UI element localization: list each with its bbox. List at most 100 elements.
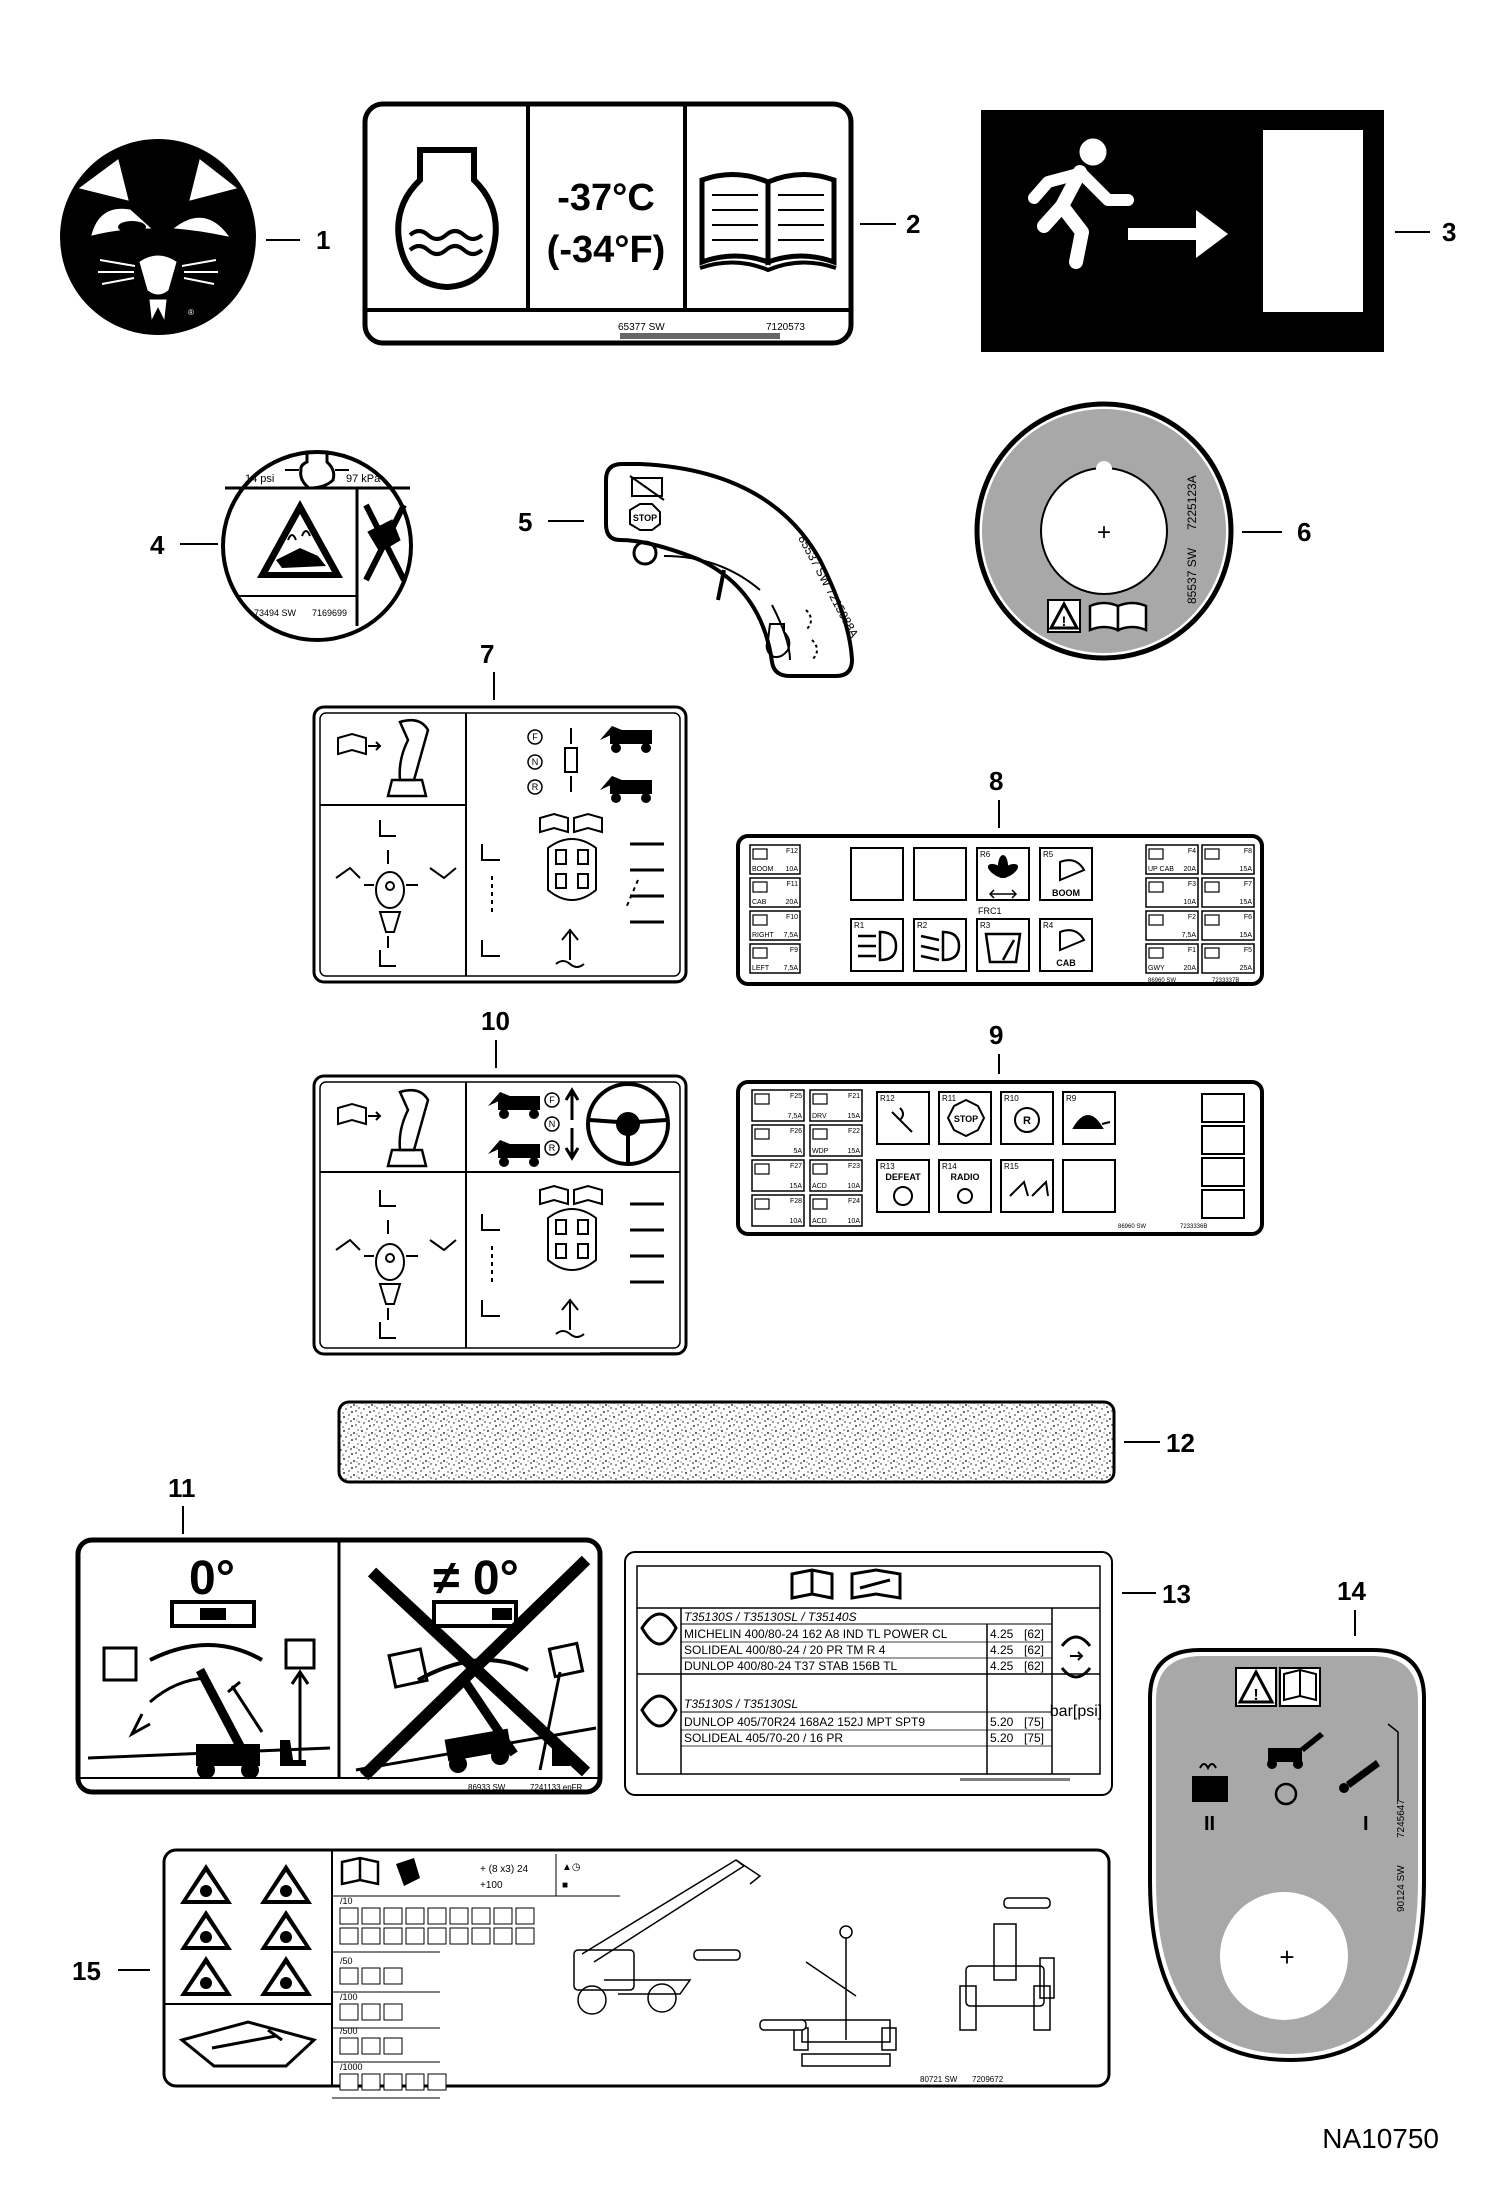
relay-empty-slot bbox=[850, 847, 904, 901]
decal-1-bobcat-logo: ® bbox=[60, 139, 256, 335]
fuse-symbol-icon bbox=[812, 1198, 828, 1210]
decal11-code-part: 7241133 enFR bbox=[530, 1783, 583, 1792]
svg-text:R1: R1 bbox=[854, 921, 865, 930]
maintenance-task-icon bbox=[339, 2003, 359, 2021]
fuse-label: UP CAB bbox=[1148, 866, 1174, 873]
svg-text:R15: R15 bbox=[1004, 1162, 1019, 1171]
relay-empty-slot bbox=[1062, 1159, 1116, 1213]
fnr-selector: F N R bbox=[527, 728, 578, 795]
service-manual-icon bbox=[178, 2020, 317, 2068]
beacon-icon bbox=[891, 1107, 913, 1133]
fuse-symbol-icon bbox=[812, 1163, 828, 1175]
fuse-label: DRV bbox=[812, 1113, 827, 1120]
decal15-code-part: 7209672 bbox=[972, 2075, 1004, 2084]
fuse-f2: F27,5A bbox=[1145, 910, 1199, 941]
decal-3-emergency-exit bbox=[981, 110, 1384, 352]
interval-label: /500 bbox=[340, 2026, 358, 2036]
relay-r12: R12 bbox=[876, 1091, 930, 1145]
fuse-symbol-icon bbox=[752, 881, 768, 893]
fuse-id: F28 bbox=[790, 1198, 802, 1205]
maintenance-task-icon bbox=[361, 1967, 381, 1985]
fan-icon bbox=[987, 855, 1019, 878]
gear-icon bbox=[893, 1186, 913, 1206]
maintenance-task-icon bbox=[515, 1927, 535, 1945]
not-level-label: ≠ 0° bbox=[433, 1552, 519, 1605]
callout-1: 1 bbox=[316, 225, 330, 255]
interval-label: /1000 bbox=[340, 2062, 363, 2072]
manual-book-icon bbox=[699, 171, 837, 273]
callout-8: 8 bbox=[989, 766, 1003, 796]
fuse-symbol-icon bbox=[752, 914, 768, 926]
svg-text:R12: R12 bbox=[880, 1094, 895, 1103]
maintenance-task-icon bbox=[339, 1907, 359, 1925]
fuse-amp: 25A bbox=[1240, 965, 1253, 972]
decal8-code-sw: 86960 SW bbox=[1148, 978, 1176, 984]
warning-triangle-icon: ! bbox=[1235, 1667, 1277, 1707]
fuse-symbol-icon bbox=[1148, 914, 1164, 926]
tyre-pressure-gauge-icon bbox=[1060, 1635, 1092, 1679]
fuse-amp: 20A bbox=[1184, 866, 1197, 873]
relay-r13-defeat: R13 DEFEAT bbox=[876, 1159, 930, 1213]
pressure-psi: [62] bbox=[1024, 1627, 1044, 1641]
callout-9: 9 bbox=[989, 1020, 1003, 1050]
maintenance-task-icon bbox=[339, 2073, 359, 2091]
book-arrow-icon bbox=[337, 732, 382, 756]
joystick-icon bbox=[386, 719, 430, 798]
fuse-symbol-icon bbox=[812, 1093, 828, 1105]
joystick-icon bbox=[386, 1089, 430, 1168]
tyre-spec: DUNLOP 405/70R24 168A2 152J MPT SPT9 bbox=[684, 1715, 925, 1729]
fuse-id: F8 bbox=[1244, 848, 1252, 855]
fuse-id: F26 bbox=[790, 1128, 802, 1135]
figure-code: NA10750 bbox=[1322, 2123, 1439, 2154]
warning-triangle-icon: ! bbox=[1047, 599, 1081, 633]
relay-r4-cab-light: R4 CAB bbox=[1039, 918, 1093, 972]
running-man-icon bbox=[1028, 138, 1134, 269]
svg-text:R3: R3 bbox=[980, 921, 991, 930]
pressure-kpa: 97 kPa bbox=[346, 473, 381, 485]
temp-fahrenheit: (-34°F) bbox=[547, 229, 666, 271]
fuse-label: CAB bbox=[752, 899, 767, 906]
fnr-selector: F N R bbox=[544, 1087, 580, 1161]
relay-r1-headlight: R1 bbox=[850, 918, 904, 972]
fuse-label: GWY bbox=[1148, 965, 1165, 972]
maintenance-task-icon bbox=[405, 1907, 425, 1925]
telehandler-forward-icon bbox=[600, 726, 652, 753]
maintenance-task-icon bbox=[339, 1927, 359, 1945]
pressure-bar: 4.25 bbox=[990, 1659, 1014, 1673]
spirit-level-icon bbox=[170, 1600, 256, 1628]
mode-neutral: N bbox=[549, 1119, 556, 1129]
fuse-amp: 15A bbox=[1240, 899, 1253, 906]
dipped-headlight-icon bbox=[920, 930, 961, 962]
fuse-amp: 15A bbox=[1240, 866, 1253, 873]
telehandler-top-view bbox=[759, 1925, 897, 2067]
fuse-symbol-icon bbox=[1204, 848, 1220, 860]
relay-r10: R10 R bbox=[1000, 1091, 1054, 1145]
interval-label: /50 bbox=[340, 1956, 353, 1966]
hydraulic-mode-icon bbox=[1192, 1763, 1228, 1802]
no-hand-icon bbox=[363, 503, 407, 582]
maintenance-task-icon bbox=[493, 1907, 513, 1925]
stop-octagon-icon bbox=[946, 1098, 986, 1138]
svg-text:R10: R10 bbox=[1004, 1094, 1019, 1103]
pressure-bar: 4.25 bbox=[990, 1627, 1014, 1641]
fuse-id: F21 bbox=[848, 1093, 860, 1100]
position-2-label: II bbox=[1204, 1813, 1215, 1835]
svg-text:R11: R11 bbox=[942, 1094, 957, 1103]
temp-celsius: -37°C bbox=[557, 177, 655, 219]
fuse-label: BOOM bbox=[752, 866, 774, 873]
tyre-spec: DUNLOP 400/80-24 T37 STAB 156B TL bbox=[684, 1659, 898, 1673]
fuse-symbol-icon bbox=[1148, 947, 1164, 959]
wiper-icon bbox=[984, 932, 1022, 964]
fuse-amp: 15A bbox=[848, 1148, 861, 1155]
pressure-psi: [62] bbox=[1024, 1643, 1044, 1657]
svg-text:!: ! bbox=[1253, 1687, 1258, 1704]
battery-crossed-icon bbox=[629, 475, 665, 501]
fuse-amp: 7,5A bbox=[788, 1113, 803, 1120]
